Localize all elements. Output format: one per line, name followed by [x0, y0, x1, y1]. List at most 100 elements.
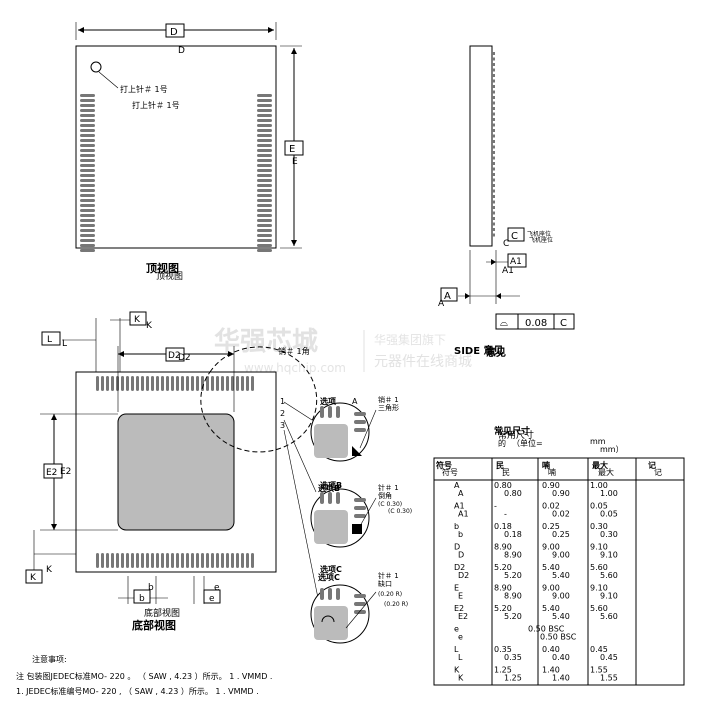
pad-bottom — [231, 553, 234, 568]
detail-exposed-pad — [314, 510, 348, 544]
option-c-note3b: (0.20 R) — [384, 601, 408, 608]
option-a-label: 选项 — [320, 396, 336, 406]
notes-line-2: 1. JEDEC标准编号MO- 220 , （ SAW , 4.23 ）所示。 … — [16, 686, 259, 696]
pad-top — [131, 376, 134, 391]
table-cell-nom-repeat: 0.02 — [552, 510, 570, 519]
table-unit-note-repeat: mm） — [600, 445, 624, 454]
side-lead — [492, 134, 495, 138]
side-lead — [492, 74, 495, 77]
option-a-note1: 销＃ 1 — [378, 395, 399, 404]
notes-line-1: 注 包装图JEDEC标准MO- 220 。 （ SAW , 4.23 ）所示。 … — [16, 671, 272, 681]
pad-bottom — [141, 553, 144, 568]
table-cell-max-repeat: 0.30 — [600, 530, 618, 539]
bottom-view: L L K K D2 D2 销＃ 1角 1 2 3 E2 E2 K K — [25, 94, 318, 632]
detail-pad — [328, 492, 332, 504]
pad-left — [80, 94, 95, 97]
option-b-label-repeat: 选项B — [318, 483, 340, 493]
dim-c-repeat: C — [503, 239, 509, 249]
table-header: 民 — [496, 461, 504, 470]
pad-right — [257, 94, 272, 97]
dim-a1-box — [507, 253, 527, 268]
pad-bottom — [176, 553, 179, 568]
side-lead — [492, 222, 495, 226]
pad-left — [80, 174, 95, 177]
dim-c: C — [511, 231, 518, 242]
pin1-label-repeat: 打上针＃ 1号 — [132, 100, 180, 110]
pad-top — [181, 376, 184, 391]
pad-top — [106, 376, 109, 391]
table-span-value: 0.50 BSC — [528, 625, 565, 634]
pad-right — [257, 214, 272, 217]
dim-a1-repeat: A1 — [502, 266, 514, 276]
side-lead — [492, 57, 495, 61]
table-symbol: E — [454, 584, 459, 593]
dim-e-box — [284, 140, 304, 156]
pad-left — [80, 124, 95, 127]
side-lead — [492, 123, 495, 127]
pad-right — [257, 244, 272, 247]
option-c-label-repeat: 选项C — [318, 572, 340, 582]
flatness-ref: C — [560, 318, 567, 329]
pad-left — [80, 209, 95, 212]
pad-bottom — [251, 553, 254, 568]
detail-pad — [336, 492, 340, 504]
pad-left — [80, 144, 95, 147]
side-lead — [492, 200, 495, 204]
option-a: 选项 A 销＃ 1 三角形 — [310, 395, 399, 462]
pad-right — [257, 234, 272, 237]
dim-l-box — [41, 331, 61, 346]
side-lead — [492, 118, 495, 121]
pad-bottom — [106, 553, 109, 568]
pad-right — [257, 129, 272, 132]
table-cell-nom: 5.40 — [542, 563, 560, 572]
table-cell-nom: 0.25 — [542, 522, 560, 531]
pad-top — [156, 376, 159, 391]
pin1-label: 打上针＃ 1号 — [120, 84, 168, 94]
detail-pad — [354, 506, 366, 510]
pad-left — [80, 239, 95, 242]
table-symbol: K — [454, 666, 460, 675]
notes: 注意事项: 注 包装图JEDEC标准MO- 220 。 （ SAW , 4.23… — [16, 654, 272, 696]
detail-pad — [320, 492, 324, 504]
table-cell-min-repeat: 0.80 — [504, 489, 522, 498]
table-symbol: E2 — [454, 604, 464, 613]
table-cell-nom-repeat: 9.00 — [552, 551, 570, 560]
dim-k2: K — [30, 573, 37, 583]
side-lead — [492, 167, 495, 171]
pad-bottom — [96, 553, 99, 568]
side-lead — [492, 189, 495, 193]
table-symbol: A1 — [454, 502, 465, 511]
pad-left — [80, 249, 95, 252]
pad-top — [136, 376, 139, 391]
pad-right — [257, 99, 272, 102]
dim-e-pitch: e — [209, 594, 215, 604]
pad-bottom — [241, 553, 244, 568]
flatness-callout: ⌓ 0.08 C — [495, 313, 575, 330]
pad-top — [236, 376, 239, 391]
detail-exposed-pad — [314, 606, 348, 640]
detail-pad — [354, 514, 366, 518]
pad-right — [257, 119, 272, 122]
table-header-repeat: 民 — [502, 468, 510, 477]
dim-d-box — [165, 23, 185, 38]
detail-pad — [354, 610, 366, 614]
watermark-brand: 华强芯城 — [214, 326, 318, 357]
pad-right — [257, 179, 272, 182]
pad-left — [80, 164, 95, 167]
pin-number-3: 3 — [280, 421, 285, 430]
pad-bottom — [116, 553, 119, 568]
dim-k: K — [134, 315, 141, 325]
table-header: 最大 — [592, 460, 608, 470]
pad-top — [221, 376, 224, 391]
pad-bottom — [151, 553, 154, 568]
pad-right — [257, 109, 272, 112]
table-cell-max: 5.60 — [590, 563, 608, 572]
side-lead — [492, 85, 495, 88]
side-lead — [492, 195, 495, 198]
table-cell-nom-repeat: 5.40 — [552, 612, 570, 621]
table-header-repeat: 最大 — [598, 467, 614, 477]
dim-e: E — [289, 144, 295, 155]
pad-top — [231, 376, 234, 391]
dim-k-box — [129, 311, 147, 326]
pad-top — [111, 376, 114, 391]
